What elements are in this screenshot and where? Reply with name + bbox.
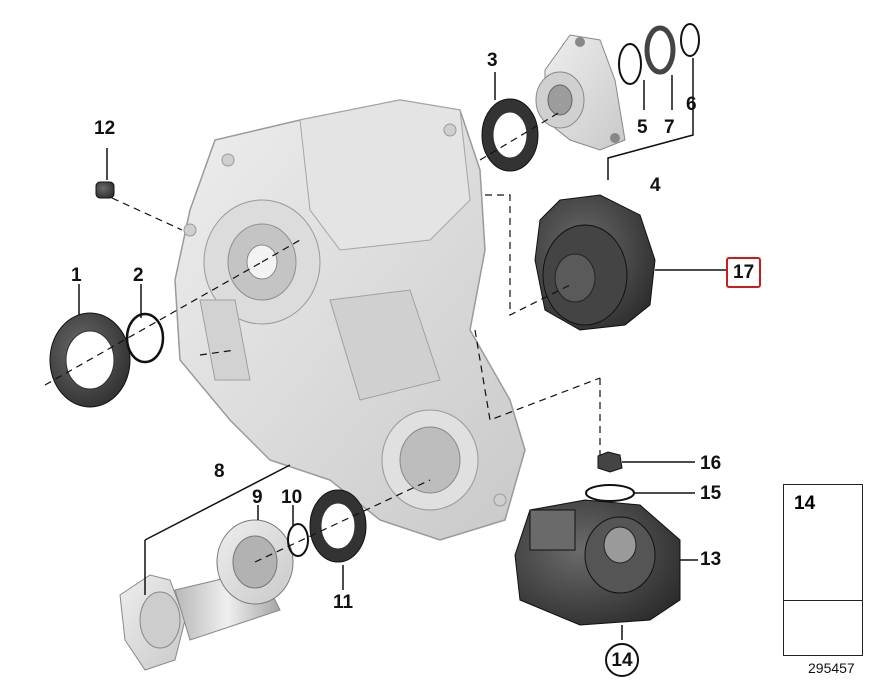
callout-5[interactable]: 5	[637, 117, 648, 138]
axis-lines	[44, 111, 601, 563]
callout-8[interactable]: 8	[214, 461, 225, 482]
callout-2[interactable]: 2	[133, 265, 144, 286]
control-unit-13	[514, 499, 681, 626]
plug-screw-12	[95, 181, 115, 199]
reference-panel-divider	[784, 600, 862, 601]
callout-14-circled[interactable]: 14	[605, 643, 639, 677]
diagram-number: 295457	[808, 660, 855, 676]
flange-assembly-4	[535, 34, 626, 151]
callout-1[interactable]: 1	[71, 265, 82, 286]
callout-3[interactable]: 3	[487, 50, 498, 71]
callout-17-highlighted[interactable]: 17	[726, 257, 762, 288]
servo-motor-17	[534, 194, 656, 331]
o-ring-2	[125, 312, 165, 364]
ring-6	[680, 23, 700, 57]
shaft-seal-3	[481, 98, 539, 172]
shaft-seal-11	[309, 489, 367, 563]
callout-13[interactable]: 13	[700, 549, 722, 570]
leader-lines	[78, 58, 726, 640]
o-ring-15	[585, 484, 635, 502]
callout-11[interactable]: 11	[333, 592, 354, 613]
callout-10[interactable]: 10	[281, 487, 303, 508]
snap-ring-10	[287, 523, 309, 557]
callout-4[interactable]: 4	[650, 175, 661, 196]
reference-panel-label: 14	[794, 493, 816, 514]
callout-6[interactable]: 6	[686, 94, 697, 115]
callout-15[interactable]: 15	[700, 483, 722, 504]
callout-7[interactable]: 7	[664, 117, 675, 138]
transfer-case-housing	[174, 99, 526, 541]
nut-16	[597, 451, 623, 473]
callout-16[interactable]: 16	[700, 453, 722, 474]
reference-panel: 14	[783, 484, 863, 656]
callout-9[interactable]: 9	[252, 487, 263, 508]
callout-12[interactable]: 12	[94, 118, 116, 139]
ring-7	[644, 25, 676, 75]
ring-5	[618, 43, 642, 85]
